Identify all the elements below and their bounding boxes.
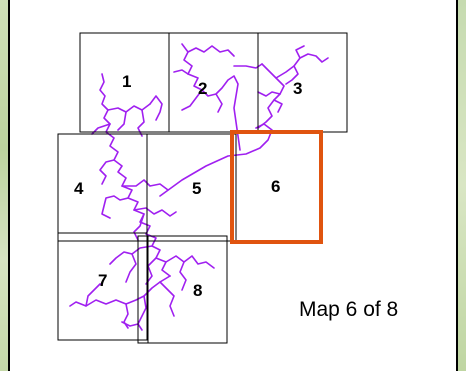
tile-overlap-strip (137, 235, 149, 344)
tile-6-highlight[interactable] (230, 130, 323, 244)
tile-7-outline[interactable] (57, 232, 148, 341)
tile-label-2: 2 (198, 79, 207, 98)
tile-label-1: 1 (122, 72, 131, 91)
tile-label-4: 4 (74, 179, 84, 198)
tile-label-7: 7 (98, 271, 107, 290)
tile-4-outline[interactable] (57, 133, 148, 242)
tile-index-map: 1 2 3 4 5 6 7 8 (57, 32, 348, 344)
tile-label-5: 5 (192, 179, 201, 198)
tile-label-3: 3 (293, 79, 302, 98)
key-map-panel: 1 2 3 4 5 6 7 8 Map 6 of 8 (8, 0, 458, 371)
underlying-map-edge-left (0, 0, 10, 371)
tile-grid (57, 32, 348, 344)
tile-5-outline[interactable] (146, 133, 237, 242)
map-page-caption: Map 6 of 8 (299, 298, 399, 321)
tile-label-6: 6 (271, 177, 280, 196)
underlying-map-edge-right (458, 0, 466, 371)
tile-label-8: 8 (193, 281, 202, 300)
tile-labels: 1 2 3 4 5 6 7 8 (74, 72, 302, 300)
